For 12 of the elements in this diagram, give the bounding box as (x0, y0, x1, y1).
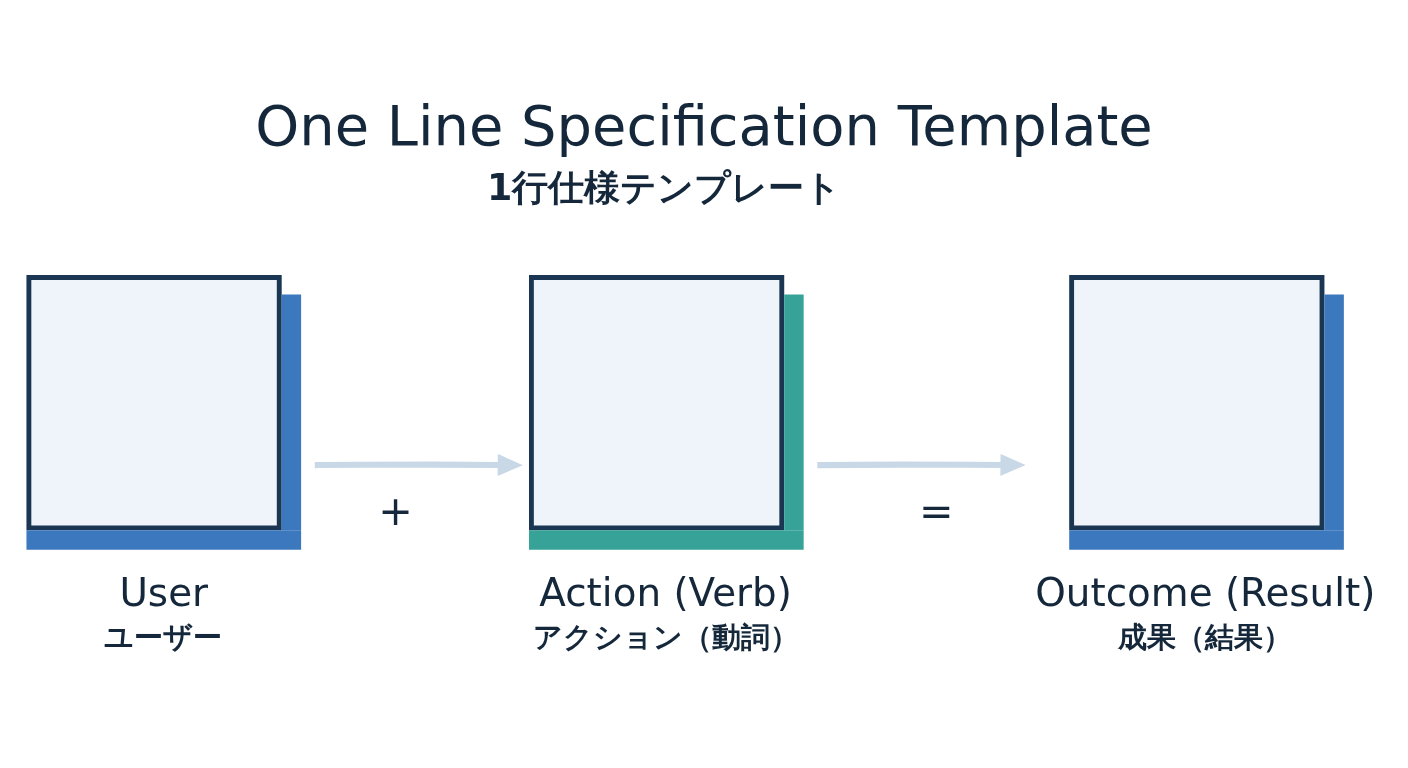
diagram-title: One Line Specification Template (255, 92, 1153, 158)
node-label: Outcome (Result) (1035, 569, 1376, 615)
label: 1行仕様テンプレート (487, 165, 842, 209)
node-label: ユーザー (104, 619, 223, 654)
node-label: Action (Verb) (539, 569, 792, 615)
arrow (314, 453, 523, 476)
label: + (378, 486, 413, 535)
node-label: アクション（動詞） (532, 619, 799, 654)
node-label: 成果（結果） (1118, 619, 1293, 654)
node-label: User (119, 569, 209, 615)
label: = (919, 486, 954, 535)
arrow (817, 453, 1026, 476)
